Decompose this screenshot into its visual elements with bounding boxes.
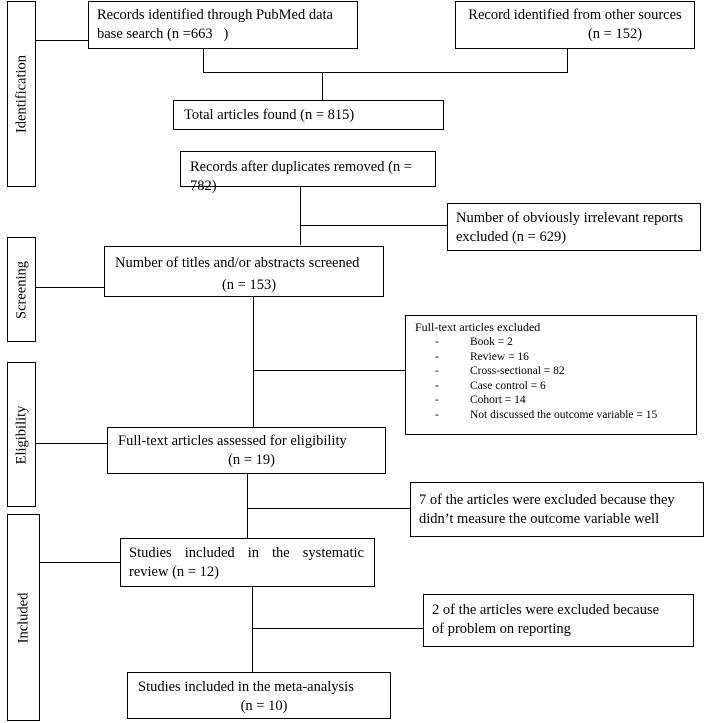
phase-eligibility-label: Eligibility (13, 405, 29, 464)
other-sources-line2: (n = 152) (587, 26, 643, 42)
assessed-eligibility-box: Full-text articles assessed for eligibil… (107, 427, 386, 474)
assessed-eligibility-line1: Full-text articles assessed for eligibil… (118, 433, 347, 449)
measure-excluded-line2: didn’t measure the outcome variable well (419, 511, 660, 527)
other-sources-box: Record identified from other sources (n … (455, 1, 695, 49)
connector (322, 72, 323, 100)
list-item: Book = 2 (415, 335, 696, 350)
connector (247, 474, 248, 538)
phase-screening-label: Screening (13, 260, 29, 319)
total-articles-text: Total articles found (n = 815) (184, 107, 355, 123)
fulltext-excluded-title: Full-text articles excluded (415, 320, 541, 334)
irrelevant-excluded-line2: excluded (n = 629) (456, 229, 567, 245)
meta-analysis-line1: Studies included in the meta-analysis (138, 679, 354, 695)
total-articles-box: Total articles found (n = 815) (173, 100, 444, 130)
connector (36, 443, 107, 444)
systematic-review-box: Studies included in the systematic revie… (120, 538, 375, 587)
list-item: Case control = 6 (415, 379, 696, 394)
assessed-eligibility-line2: (n = 19) (228, 452, 275, 468)
duplicates-removed-text: Records after duplicates removed (n = 78… (190, 159, 412, 194)
connector (203, 72, 568, 73)
duplicates-removed-box: Records after duplicates removed (n = 78… (180, 151, 436, 194)
irrelevant-excluded-line1: Number of obviously irrelevant reports (456, 210, 684, 226)
pubmed-records-box: Records identified through PubMed data b… (88, 1, 358, 49)
list-item: Cross-sectional = 82 (415, 364, 696, 379)
meta-analysis-box: Studies included in the meta-analysis (n… (127, 672, 391, 719)
titles-screened-line1: Number of titles and/or abstracts screen… (115, 255, 360, 271)
titles-screened-box: Number of titles and/or abstracts screen… (104, 246, 384, 297)
connector (253, 370, 405, 371)
fulltext-excluded-list: Book = 2 Review = 16 Cross-sectional = 8… (415, 335, 696, 423)
connector (40, 562, 120, 563)
list-item: Not discussed the outcome variable = 15 (415, 408, 696, 423)
list-item: Review = 16 (415, 350, 696, 365)
phase-included: Included (7, 514, 40, 721)
list-item: Cohort = 14 (415, 393, 696, 408)
connector (300, 225, 447, 226)
connector (253, 297, 254, 427)
meta-analysis-line2: (n = 10) (240, 698, 288, 714)
reporting-excluded-line2: of problem on reporting (432, 621, 571, 637)
measure-excluded-box: 7 of the articles were excluded because … (410, 482, 704, 537)
phase-included-label: Included (15, 592, 31, 643)
other-sources-line1: Record identified from other sources (468, 7, 682, 23)
pubmed-records-line1: Records identified through PubMed data (97, 7, 333, 23)
phase-eligibility: Eligibility (7, 362, 36, 507)
connector (203, 49, 204, 73)
reporting-excluded-line1: 2 of the articles were excluded because (432, 602, 660, 618)
pubmed-records-line2: base search (n =663 ) (97, 26, 229, 42)
systematic-review-line2: review (n = 12) (129, 564, 219, 580)
measure-excluded-line1: 7 of the articles were excluded because … (419, 492, 675, 508)
connector (567, 49, 568, 73)
systematic-review-line1: Studies included in the systematic (129, 545, 364, 561)
connector (36, 287, 104, 288)
phase-identification-label: Identification (13, 54, 29, 134)
connector (252, 628, 423, 629)
connector (252, 587, 253, 672)
reporting-excluded-box: 2 of the articles were excluded because … (423, 594, 694, 647)
connector (36, 40, 88, 41)
connector (247, 508, 410, 509)
irrelevant-excluded-box: Number of obviously irrelevant reports e… (447, 203, 701, 251)
titles-screened-line2: (n = 153) (221, 277, 277, 293)
connector (300, 187, 301, 245)
phase-identification: Identification (7, 1, 36, 187)
phase-screening: Screening (7, 237, 36, 342)
fulltext-excluded-box: Full-text articles excluded Book = 2 Rev… (405, 315, 697, 435)
